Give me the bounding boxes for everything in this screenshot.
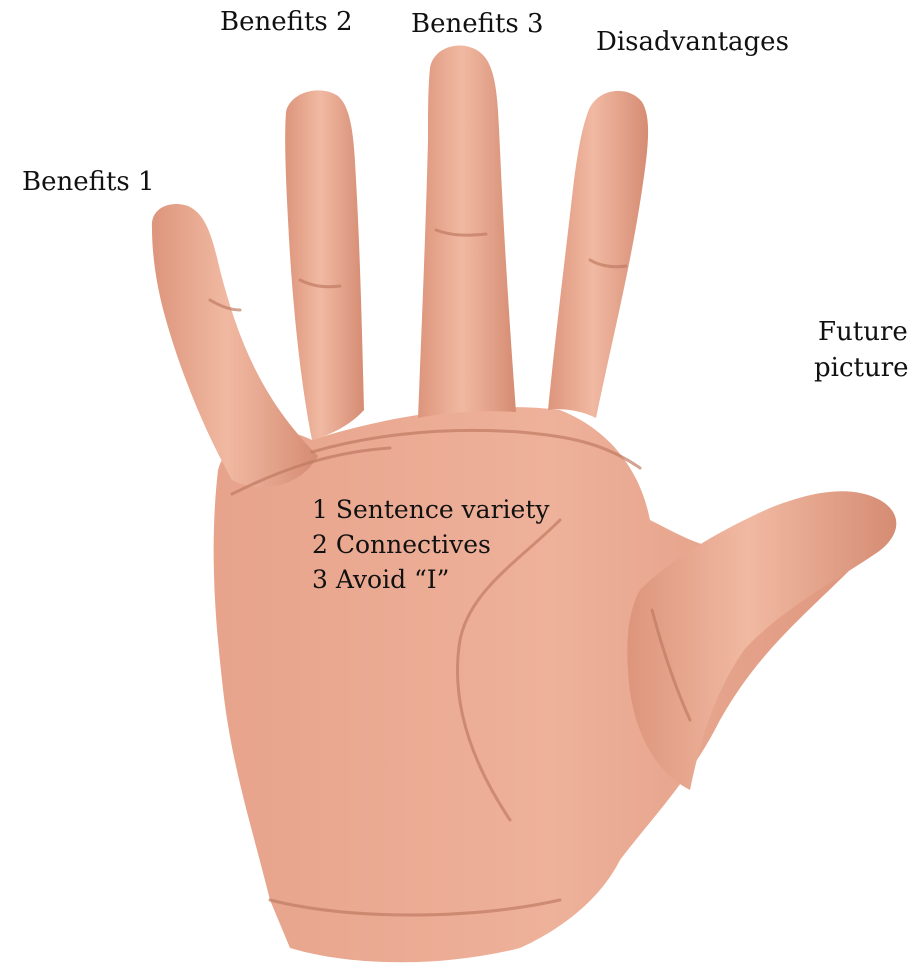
palm-checklist: 1 Sentence variety 2 Connectives 3 Avoid… [312,492,550,597]
label-benefits-2: Benefits 2 [220,6,353,38]
label-benefits-1: Benefits 1 [22,166,155,198]
palm-item-3: 3 Avoid “I” [312,562,550,597]
palm-item-1: 1 Sentence variety [312,492,550,527]
label-disadvantages: Disadvantages [596,26,789,58]
label-future-line-2: picture [814,352,909,384]
finger-disadvantages [548,91,648,418]
label-benefits-3: Benefits 3 [411,8,544,40]
palm [214,407,893,962]
finger-benefits-3 [418,46,516,418]
label-future-line-1: Future [818,316,908,348]
palm-item-2: 2 Connectives [312,527,550,562]
finger-benefits-2 [285,90,364,440]
